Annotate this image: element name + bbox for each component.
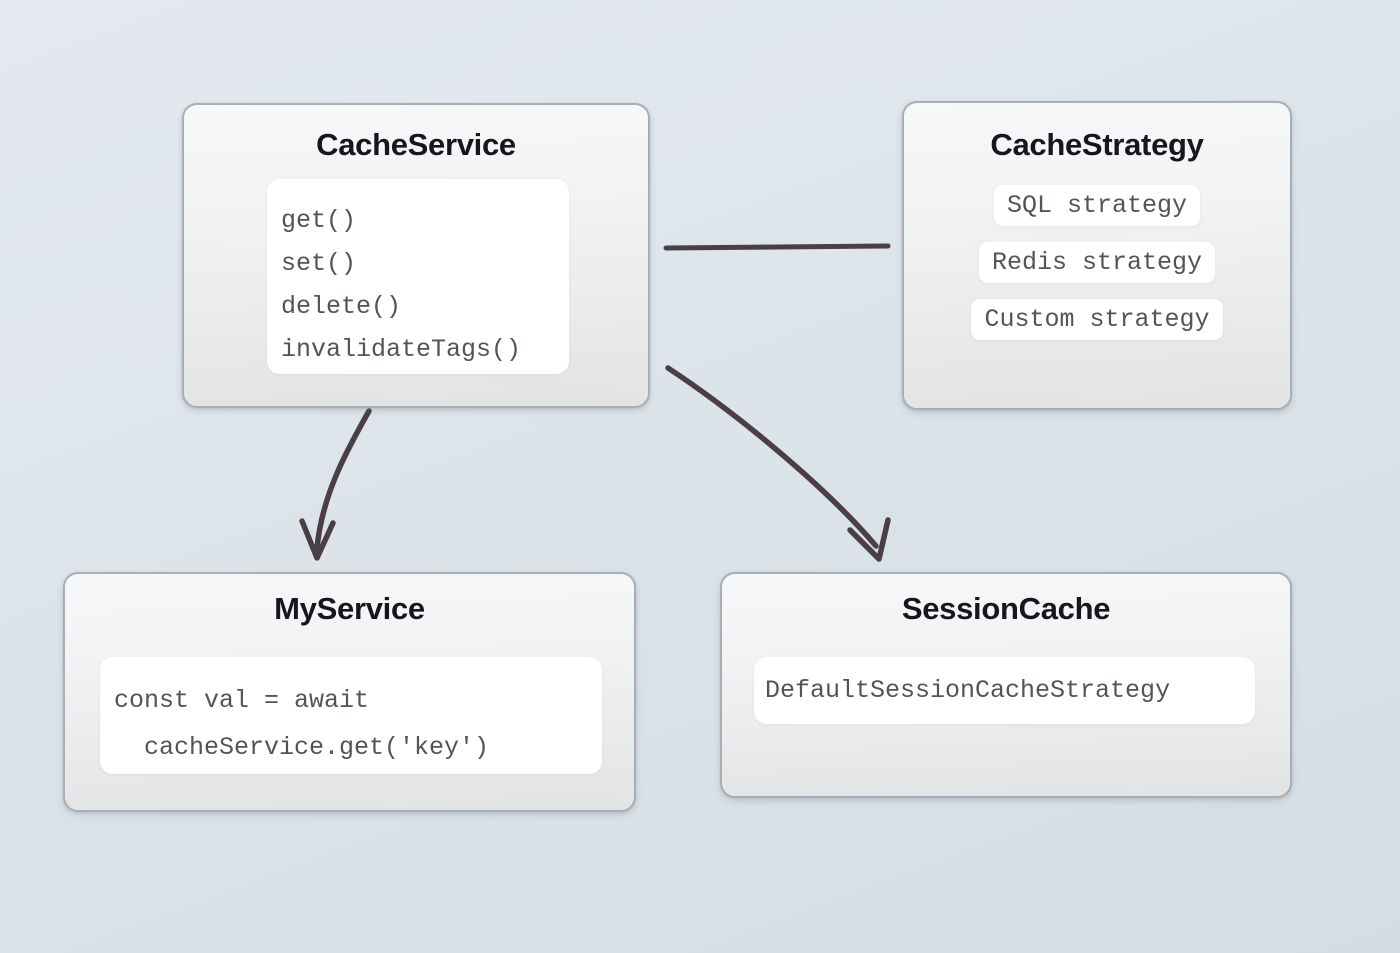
node-cache-strategy[interactable]: CacheStrategy SQL strategy Redis strateg…	[902, 101, 1292, 410]
session-cache-code-block: DefaultSessionCacheStrategy	[754, 657, 1255, 724]
my-service-code-block: const val = await cacheService.get('key'…	[100, 657, 602, 774]
method-item: set()	[281, 249, 357, 278]
connector-cacheservice-to-sessioncache	[665, 365, 879, 549]
connector-cacheservice-to-myservice	[314, 408, 372, 551]
method-item: get()	[281, 206, 357, 235]
node-cache-service-title: CacheService	[316, 127, 516, 162]
method-item: delete()	[281, 292, 402, 321]
strategy-pill-custom: Custom strategy	[971, 299, 1223, 340]
code-line: DefaultSessionCacheStrategy	[765, 676, 1171, 705]
node-my-service[interactable]: MyService const val = await cacheService…	[63, 572, 636, 812]
code-line: cacheService.get('key')	[114, 733, 490, 762]
node-session-cache[interactable]: SessionCache DefaultSessionCacheStrategy	[720, 572, 1292, 798]
connector-cacheservice-to-cachestrategy	[663, 243, 891, 251]
strategy-pill-sql: SQL strategy	[993, 185, 1201, 226]
cache-strategy-option-list: SQL strategy Redis strategy Custom strat…	[904, 185, 1290, 340]
node-cache-service[interactable]: CacheService get() set() delete() invali…	[182, 103, 650, 408]
node-cache-strategy-title: CacheStrategy	[990, 127, 1204, 162]
arrowhead-myservice-icon	[299, 518, 336, 561]
arrowhead-sessioncache-icon	[847, 517, 891, 562]
code-line: const val = await	[114, 686, 370, 715]
cache-service-method-list: get() set() delete() invalidateTags()	[267, 179, 569, 374]
method-item: invalidateTags()	[281, 335, 522, 364]
strategy-pill-redis: Redis strategy	[978, 242, 1216, 283]
node-session-cache-title: SessionCache	[901, 591, 1111, 626]
node-my-service-title: MyService	[274, 591, 425, 626]
